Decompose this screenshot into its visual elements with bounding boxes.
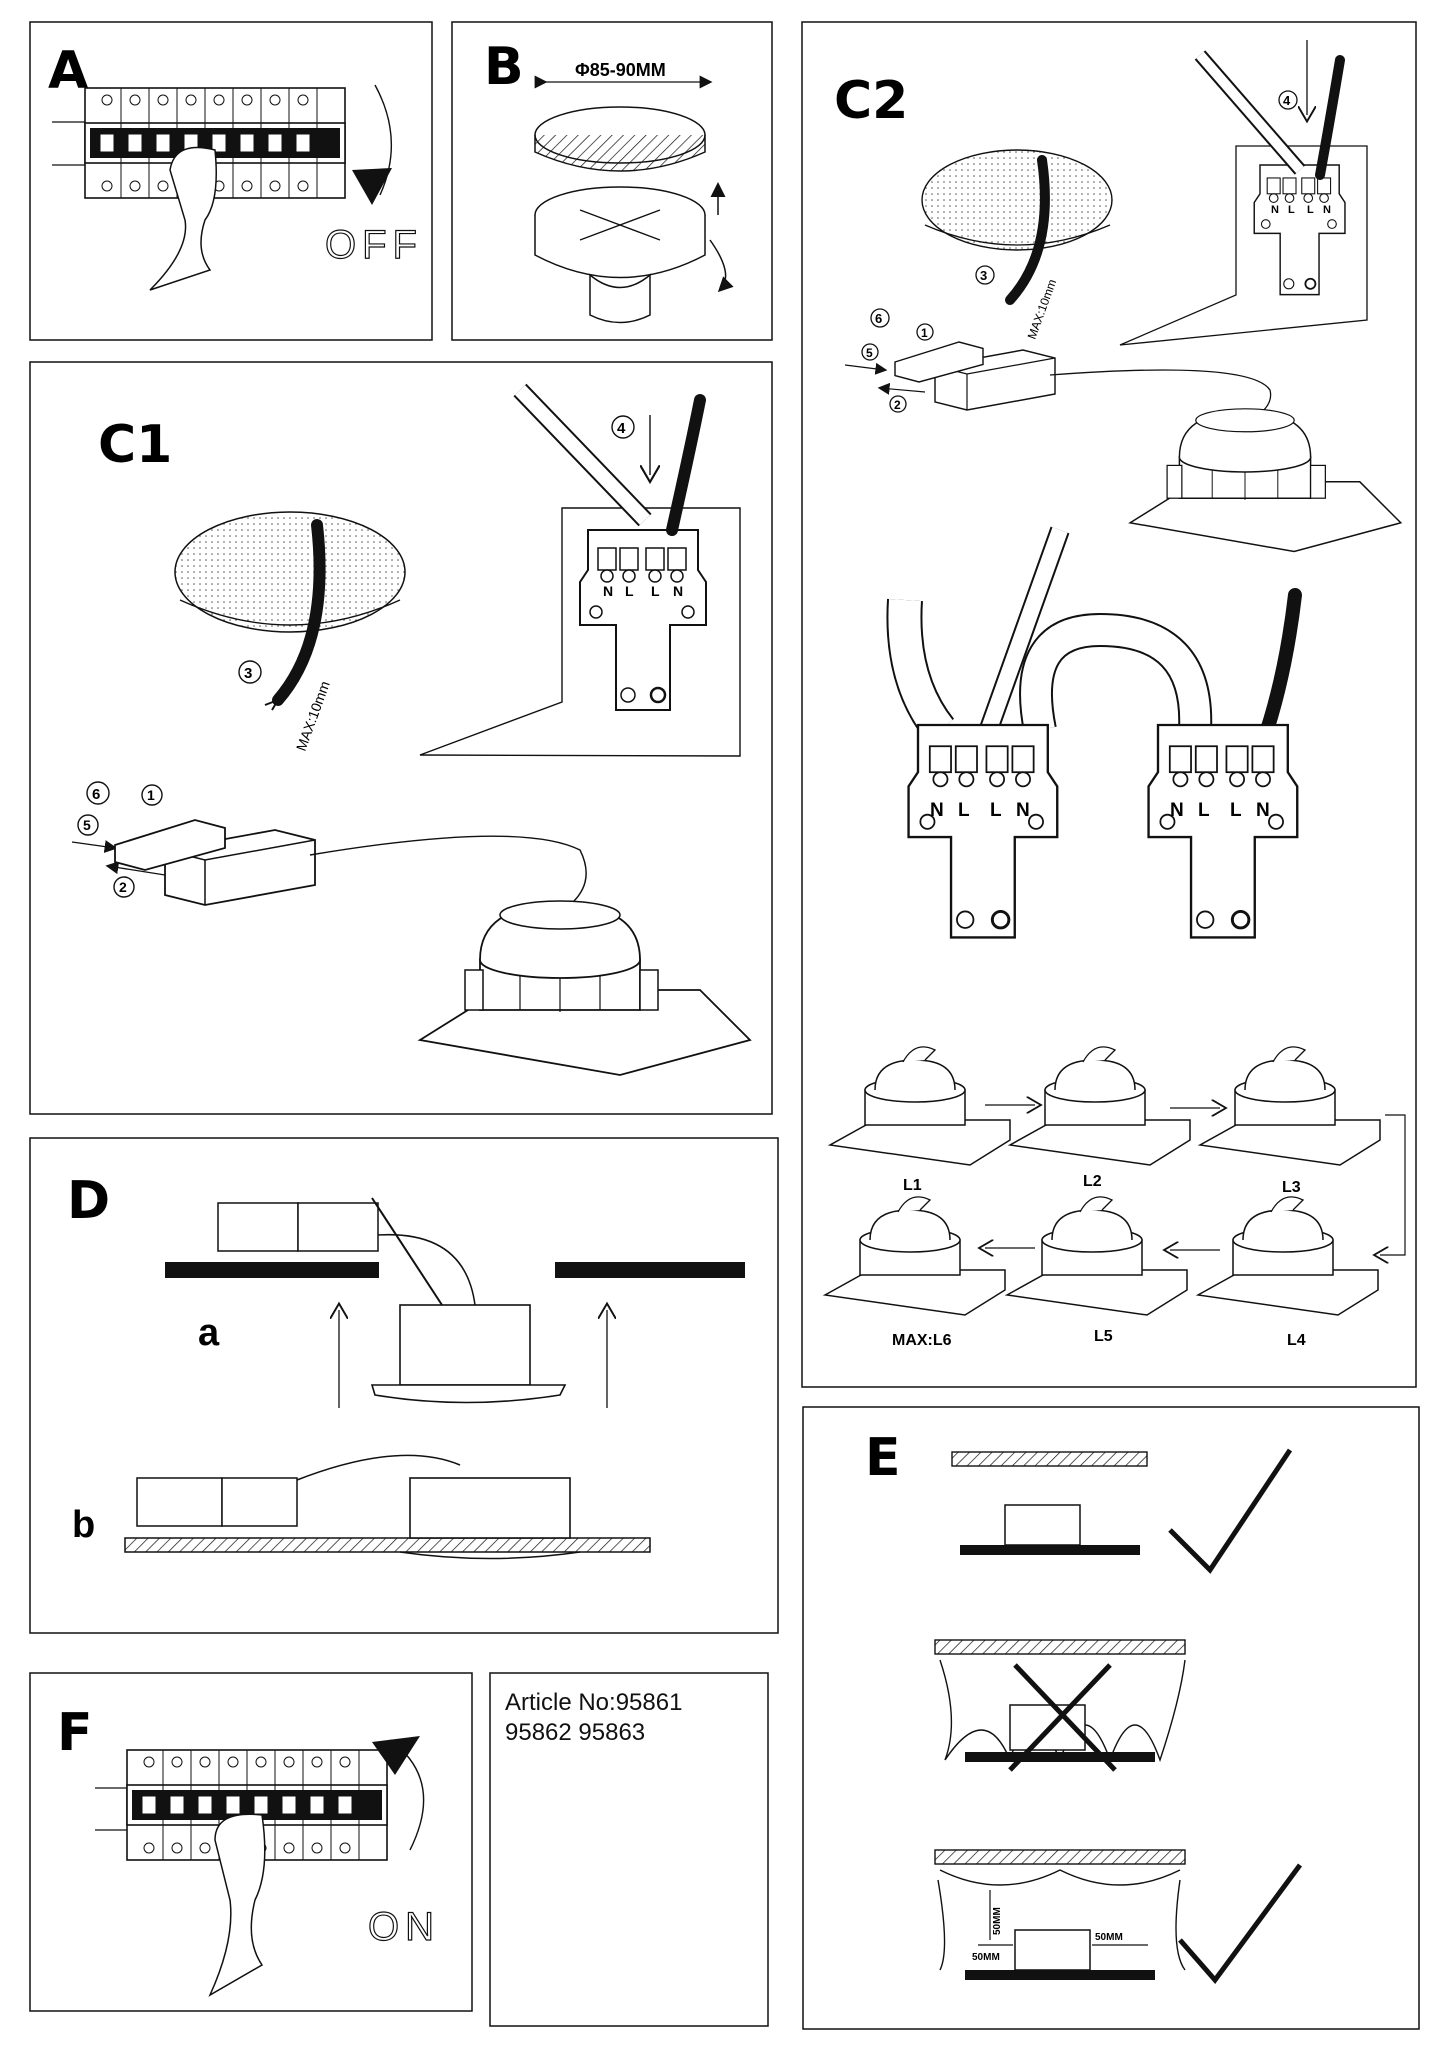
c1-step-2: 2 (119, 879, 127, 895)
light-label-l4: L4 (1287, 1332, 1306, 1349)
c2-chain-label-1: N (930, 800, 944, 821)
panel-d-sub-a: a (198, 1312, 220, 1354)
c1-terminal-l1: L (625, 583, 634, 599)
light-label-l3: L3 (1282, 1179, 1301, 1196)
article-number: Article No:95861 95862 95863 (505, 1688, 755, 1748)
c1-step-3: 3 (244, 665, 252, 682)
light-l4 (1197, 1196, 1379, 1316)
e-clearance-right: 50MM (1095, 1932, 1123, 1943)
article-line-2: 95862 95863 (505, 1719, 646, 1746)
c2-chain-label-6: L (1198, 800, 1210, 821)
c1-strip-length: MAX:10mm (293, 679, 333, 753)
panel-d-sub-b: b (72, 1504, 95, 1546)
ceiling-left (165, 1262, 379, 1278)
c1-step-5: 5 (83, 817, 91, 833)
c1-terminal-labels: N L L N (603, 583, 683, 599)
d-light-body (399, 1304, 531, 1386)
light-label-l2: L2 (1083, 1173, 1102, 1190)
c2-terminal-l2: L (1307, 204, 1314, 216)
light-label-l6: MAX:L6 (892, 1332, 952, 1349)
c1-terminal-block (578, 528, 708, 712)
c1-driver-box (114, 819, 316, 906)
hand-icon-f (208, 1813, 266, 1997)
check-icon (1168, 1448, 1293, 1574)
c2-chain-label-5: N (1170, 800, 1184, 821)
c2-strip-length: MAX:10mm (1025, 277, 1060, 341)
c1-step-6: 6 (92, 786, 100, 803)
d-light-installed (409, 1477, 571, 1539)
panel-c2: C2 MAX:10mm 3 N L L N 4 6 1 5 2 (801, 21, 1417, 1388)
article-box (489, 1672, 769, 2027)
arrow-up-icon (372, 1736, 420, 1775)
c2-step-2: 2 (894, 398, 901, 412)
c2-chain-label-4: N (1016, 800, 1030, 821)
c2-chain-block-right (1147, 723, 1299, 939)
c1-terminal-n2: N (673, 583, 683, 599)
light-l2 (1009, 1046, 1191, 1166)
article-line-1: Article No:95861 (505, 1689, 683, 1716)
light-label-l5: L5 (1094, 1328, 1113, 1345)
e-clearance-top: 50MM (992, 1907, 1003, 1935)
panel-a: A OFF (29, 21, 433, 341)
c2-step-4: 4 (1283, 93, 1291, 108)
panel-c1-letter: C1 (98, 415, 172, 475)
c2-chain-block-left (907, 723, 1059, 939)
c2-terminal-n1: N (1271, 204, 1279, 216)
c1-step-4: 4 (617, 420, 626, 437)
light-l1 (829, 1046, 1011, 1166)
c1-terminal-n1: N (603, 583, 613, 599)
hole-diameter-label: Φ85-90MM (575, 60, 666, 80)
panel-d: D a b (29, 1137, 779, 1634)
light-label-l1: L1 (903, 1177, 922, 1194)
c1-light-fixture (419, 900, 751, 1076)
light-l3 (1199, 1046, 1381, 1166)
c2-terminal-block (1253, 164, 1346, 296)
c2-chain-label-2: L (958, 800, 970, 821)
ceiling-right (555, 1262, 745, 1278)
c2-terminal-labels: N L L N (1271, 204, 1331, 216)
cross-icon (1013, 1663, 1117, 1772)
c2-step-5: 5 (866, 346, 873, 360)
light-l6 (824, 1196, 1006, 1316)
check-icon-2 (1178, 1863, 1303, 1984)
c1-step-markers: 6 1 5 2 (77, 781, 163, 898)
panel-a-state-label: OFF (325, 223, 423, 267)
c2-chain-label-3: L (990, 800, 1002, 821)
c2-terminal-l1: L (1288, 204, 1295, 216)
arrow-down-icon (352, 168, 392, 205)
panel-c2-letter: C2 (834, 71, 908, 131)
c1-step-1: 1 (147, 787, 155, 803)
e-clearance-left: 50MM (972, 1952, 1000, 1963)
panel-c1: C1 MAX:10mm 3 N L L N 4 6 1 5 2 (29, 361, 773, 1115)
c2-driver-box (894, 341, 1056, 411)
c2-step-markers: 6 1 5 2 (861, 308, 934, 413)
c1-terminal-l2: L (651, 583, 660, 599)
c2-chain-terminal-labels: N L L N N L L N (930, 800, 1270, 821)
c2-terminal-n2: N (1323, 204, 1331, 216)
panel-a-letter: A (48, 41, 88, 101)
c2-chain-label-7: L (1230, 800, 1242, 821)
panel-b-letter: B (484, 37, 524, 97)
c2-step-6: 6 (875, 311, 882, 326)
hand-icon (149, 146, 217, 291)
panel-d-letter: D (67, 1171, 110, 1231)
c2-chain-label-8: N (1256, 800, 1270, 821)
panel-e-letter: E (865, 1428, 901, 1488)
panel-b: B Φ85-90MM (451, 21, 773, 341)
ceiling-section (124, 1537, 651, 1553)
c2-light-fixture (1129, 408, 1402, 553)
panel-f-state-label: ON (368, 1905, 440, 1949)
c2-step-1: 1 (921, 326, 928, 340)
c2-step-3: 3 (980, 268, 987, 283)
panel-e: E 50MM 50MM 50MM (802, 1406, 1420, 2030)
panel-f-letter: F (57, 1703, 93, 1763)
panel-f: F ON (29, 1672, 473, 2012)
c2-light-chain: L1 L2 L3 MAX:L6 L5 L4 (824, 1046, 1406, 1349)
light-l5 (1006, 1196, 1188, 1316)
